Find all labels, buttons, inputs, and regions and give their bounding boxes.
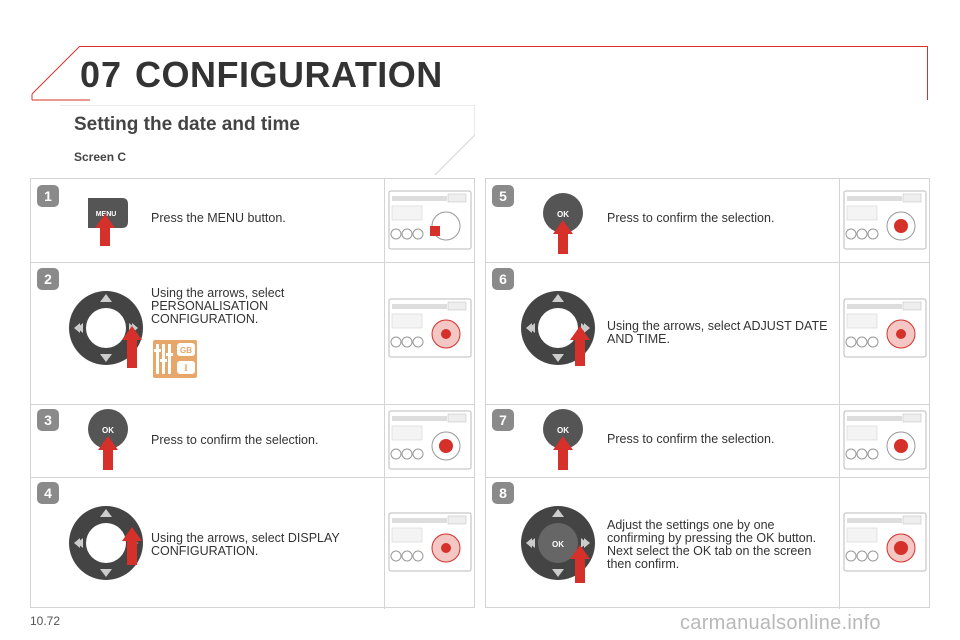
radio-unit-thumbnail bbox=[843, 512, 927, 572]
step-badge-4: 4 bbox=[37, 482, 59, 504]
radio-unit-thumbnail bbox=[388, 410, 472, 470]
step-row-1 bbox=[31, 179, 474, 262]
step-number-1: 1 bbox=[44, 188, 52, 204]
ok-button-icon: OK bbox=[543, 193, 583, 254]
steps-panel-left bbox=[30, 178, 475, 609]
ok-button-icon: OK bbox=[543, 409, 583, 470]
ok-center-label: OK bbox=[552, 540, 564, 549]
chapter-number: 07 bbox=[80, 54, 123, 95]
arrow-pad-icon bbox=[69, 291, 143, 368]
step-number-3: 3 bbox=[44, 412, 52, 428]
step-text-8: Adjust the settings one by one confirmin… bbox=[607, 518, 817, 571]
step-row-3 bbox=[31, 404, 474, 477]
step-text-5: Press to confirm the selection. bbox=[607, 211, 775, 225]
step-badge-2: 2 bbox=[37, 268, 59, 290]
step-badge-3: 3 bbox=[37, 409, 59, 431]
personalisation-label-gb: GB bbox=[180, 346, 192, 355]
arrow-pad-ok-icon: OK bbox=[521, 506, 595, 583]
step-number-5: 5 bbox=[499, 188, 507, 204]
chapter-title: CONFIGURATION bbox=[135, 54, 443, 95]
ok-button-label: OK bbox=[102, 426, 114, 435]
radio-unit-thumbnail bbox=[388, 190, 472, 250]
step-badge-1: 1 bbox=[37, 185, 59, 207]
arrow-pad-icon bbox=[521, 291, 595, 366]
radio-unit-thumbnail bbox=[388, 298, 472, 358]
step-row-7 bbox=[486, 404, 929, 477]
step-text-7: Press to confirm the selection. bbox=[607, 432, 775, 446]
header-top-rule bbox=[80, 46, 928, 47]
step-number-7: 7 bbox=[499, 412, 507, 428]
step-number-2: 2 bbox=[44, 271, 52, 287]
header-corner-decoration bbox=[31, 46, 90, 101]
step-badge-7: 7 bbox=[492, 409, 514, 431]
step-row-5 bbox=[486, 179, 929, 262]
step-text-1: Press the MENU button. bbox=[151, 211, 286, 225]
personalisation-icon: GB I bbox=[153, 340, 197, 378]
step-text-3: Press to confirm the selection. bbox=[151, 433, 319, 447]
watermark: carmanualsonline.info bbox=[680, 612, 881, 634]
step-text-4: Using the arrows, select DISPLAY CONFIGU… bbox=[151, 531, 340, 558]
radio-unit-thumbnail bbox=[843, 190, 927, 250]
step-row-4 bbox=[31, 477, 474, 609]
section-title: Setting the date and time bbox=[74, 114, 300, 135]
step-text-2: Using the arrows, select PERSONALISATION… bbox=[151, 286, 285, 326]
step-row-6 bbox=[486, 262, 929, 404]
menu-button-label: MENU bbox=[96, 211, 117, 218]
step-number-6: 6 bbox=[499, 271, 507, 287]
step-badge-8: 8 bbox=[492, 482, 514, 504]
step-row-8 bbox=[486, 477, 929, 609]
step-text-6: Using the arrows, select ADJUST DATE AND… bbox=[607, 319, 828, 346]
arrow-pad-icon bbox=[69, 506, 143, 580]
step-badge-5: 5 bbox=[492, 185, 514, 207]
ok-button-icon: OK bbox=[88, 409, 128, 470]
step-badge-6: 6 bbox=[492, 268, 514, 290]
radio-unit-thumbnail bbox=[843, 298, 927, 358]
radio-unit-thumbnail bbox=[388, 512, 472, 572]
step-row-2 bbox=[31, 262, 474, 404]
step-number-8: 8 bbox=[499, 485, 507, 501]
ok-button-label: OK bbox=[557, 426, 569, 435]
section-frame bbox=[60, 105, 475, 175]
steps-panel-right bbox=[485, 178, 930, 609]
menu-button-icon: MENU bbox=[88, 198, 128, 246]
personalisation-label-i: I bbox=[184, 363, 188, 373]
page-number: 10.72 bbox=[30, 614, 61, 628]
header-right-rule bbox=[927, 46, 928, 100]
ok-button-label: OK bbox=[557, 210, 569, 219]
radio-unit-thumbnail bbox=[843, 410, 927, 470]
section-subtitle: Screen C bbox=[74, 150, 127, 164]
step-number-4: 4 bbox=[44, 485, 52, 501]
